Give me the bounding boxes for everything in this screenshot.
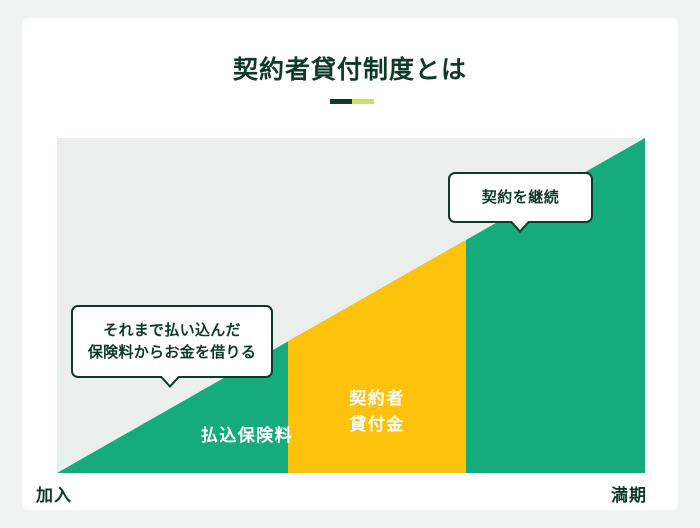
loan-band-label: 契約者貸付金 [349, 389, 405, 434]
divider-segment-light [352, 99, 374, 104]
title-divider [330, 99, 374, 104]
page-title: 契約者貸付制度とは [232, 56, 467, 84]
axis-label-end: 満期 [611, 486, 647, 505]
premium-band-label: 払込保険料 [200, 426, 294, 445]
continue-note-pointer-fill [509, 218, 531, 230]
continue-note-callout: 契約を継続 [448, 172, 593, 223]
continue-note-text: 契約を継続 [481, 188, 560, 206]
loan-note-text: それまで払い込んだ 保険料からお金を借りる [87, 321, 257, 361]
axis-label-start: 加入 [36, 486, 72, 505]
divider-segment-dark [330, 99, 352, 104]
loan-note-pointer-fill [159, 373, 181, 385]
loan-note-callout: それまで払い込んだ 保険料からお金を借りる [71, 305, 273, 378]
